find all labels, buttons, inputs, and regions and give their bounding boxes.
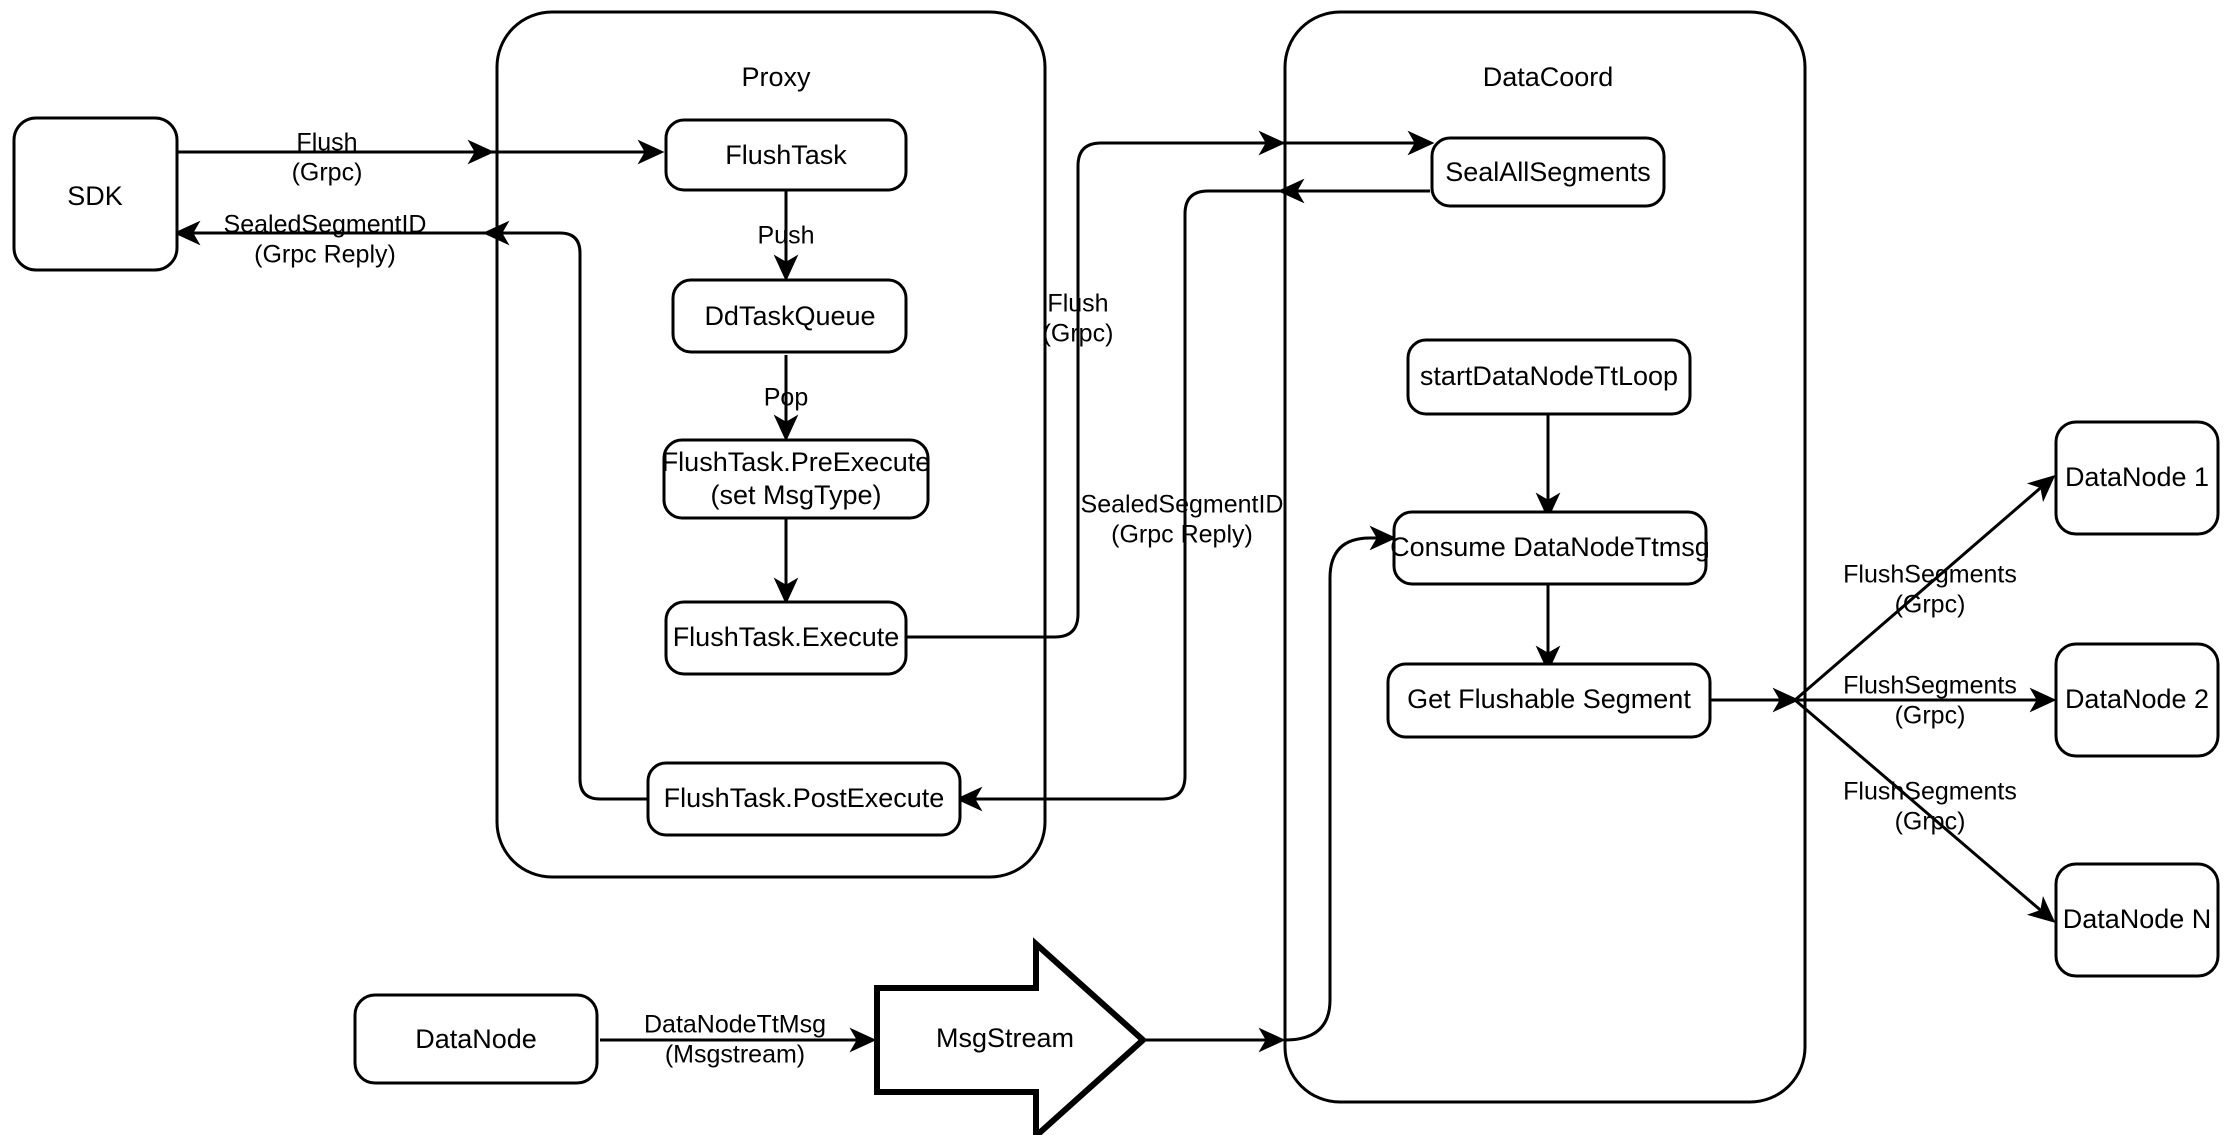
label-flushsegments-1-line1: FlushSegments xyxy=(1843,561,2017,589)
label-datanodettmsg-line1: DataNodeTtMsg xyxy=(644,1011,826,1039)
datanode-2-box[interactable] xyxy=(2054,642,2220,758)
edge-fanout-to-datanode1 xyxy=(1794,475,2056,702)
preexecute-label-line1: FlushTask.PreExecute xyxy=(662,447,931,477)
msgstream-label: MsgStream xyxy=(936,1023,1074,1053)
node-consume-datanodettmsg[interactable]: Consume DataNodeTtmsg xyxy=(1390,510,1710,586)
node-postexecute[interactable]: FlushTask.PostExecute xyxy=(646,761,962,837)
sealallsegments-label: SealAllSegments xyxy=(1445,157,1651,187)
node-sealallsegments[interactable]: SealAllSegments xyxy=(1430,136,1666,208)
postexecute-label: FlushTask.PostExecute xyxy=(664,783,945,813)
node-datanode-bottom[interactable]: DataNode xyxy=(353,993,599,1085)
datanode-n-box[interactable] xyxy=(2054,862,2220,978)
datacoord-container-label: DataCoord xyxy=(1483,62,1614,92)
label-sealedsegmentid-coord-line1: SealedSegmentID xyxy=(1081,491,1284,519)
label-flush-coord-line1: Flush xyxy=(1047,290,1108,318)
edge-msgstream-rail-to-consume xyxy=(1284,525,1397,1042)
datanode-bottom-box[interactable] xyxy=(353,993,599,1085)
datanode-n-label: DataNode N xyxy=(2063,904,2212,934)
postexecute-box[interactable] xyxy=(646,761,962,837)
datanode-1-label: DataNode 1 xyxy=(2065,462,2209,492)
flushtask-label: FlushTask xyxy=(725,140,847,170)
ddtaskqueue-label: DdTaskQueue xyxy=(704,301,875,331)
label-flushsegments-2-line1: FlushSegments xyxy=(1843,672,2017,700)
node-execute[interactable]: FlushTask.Execute xyxy=(664,600,908,676)
label-flushsegments-n-line2: (Grpc) xyxy=(1895,808,1966,836)
container-proxy: Proxy xyxy=(495,10,1047,879)
datanode-2-label: DataNode 2 xyxy=(2065,684,2209,714)
edge-label-flushsegments-n: FlushSegments (Grpc) xyxy=(1843,778,2017,836)
startdatanodettloop-label: startDataNodeTtLoop xyxy=(1420,361,1678,391)
node-flushtask[interactable]: FlushTask xyxy=(664,118,908,192)
edge-fanout-to-datanoden xyxy=(1794,698,2056,923)
label-push: Push xyxy=(758,222,815,250)
preexecute-label-line2: (set MsgType) xyxy=(710,480,881,510)
node-get-flushable-segment[interactable]: Get Flushable Segment xyxy=(1386,662,1712,739)
datacoord-container-outline xyxy=(1283,10,1807,1104)
edge-execute-to-sealallsegments xyxy=(905,130,1435,639)
proxy-container-outline xyxy=(495,10,1047,879)
execute-box[interactable] xyxy=(664,600,908,676)
node-ddtaskqueue[interactable]: DdTaskQueue xyxy=(671,278,908,354)
datanode-1-box[interactable] xyxy=(2054,420,2220,536)
node-sdk[interactable]: SDK xyxy=(12,116,179,272)
node-startdatanodettloop[interactable]: startDataNodeTtLoop xyxy=(1406,338,1692,416)
msgstream-arrow-shape[interactable] xyxy=(874,937,1148,1135)
label-flushsegments-n-line1: FlushSegments xyxy=(1843,778,2017,806)
proxy-container-label: Proxy xyxy=(741,62,811,92)
consume-datanodettmsg-label: Consume DataNodeTtmsg xyxy=(1390,532,1710,562)
label-flushsegments-1-line2: (Grpc) xyxy=(1895,591,1966,619)
datanode-bottom-label: DataNode xyxy=(415,1024,537,1054)
edge-label-sdk-to-proxy: Flush (Grpc) xyxy=(292,129,363,187)
sdk-box[interactable] xyxy=(12,116,179,272)
sdk-label: SDK xyxy=(67,181,123,211)
node-datanode-2[interactable]: DataNode 2 xyxy=(2054,642,2220,758)
label-sealedsegmentid-line1: SealedSegmentID xyxy=(224,211,427,239)
get-flushable-segment-label: Get Flushable Segment xyxy=(1407,684,1691,714)
ddtaskqueue-box[interactable] xyxy=(671,278,908,354)
label-pop: Pop xyxy=(764,384,808,412)
flushtask-box[interactable] xyxy=(664,118,908,192)
edge-postexecute-to-sdk xyxy=(173,220,648,801)
consume-datanodettmsg-box[interactable] xyxy=(1392,510,1708,586)
execute-label: FlushTask.Execute xyxy=(673,622,900,652)
node-preexecute[interactable]: FlushTask.PreExecute (set MsgType) xyxy=(662,438,931,520)
edge-label-proxy-to-coord: Flush (Grpc) xyxy=(1043,290,1114,348)
sealallsegments-box[interactable] xyxy=(1430,136,1666,208)
edge-label-flushsegments-1: FlushSegments (Grpc) xyxy=(1843,561,2017,619)
edge-label-coord-to-proxy: SealedSegmentID (Grpc Reply) xyxy=(1081,491,1284,549)
edge-sealallsegments-to-postexecute xyxy=(955,189,1430,812)
edge-label-datanode-ttmsg: DataNodeTtMsg (Msgstream) xyxy=(644,1011,826,1069)
label-flush-coord-line2: (Grpc) xyxy=(1043,320,1114,348)
get-flushable-segment-box[interactable] xyxy=(1386,662,1712,739)
label-sealedsegmentid-line2: (Grpc Reply) xyxy=(254,241,396,269)
container-datacoord: DataCoord xyxy=(1283,10,1807,1104)
node-msgstream[interactable]: MsgStream xyxy=(874,937,1148,1135)
node-datanode-1[interactable]: DataNode 1 xyxy=(2054,420,2220,536)
preexecute-box[interactable] xyxy=(662,438,930,520)
label-sealedsegmentid-coord-line2: (Grpc Reply) xyxy=(1111,521,1253,549)
label-flush-grpc-line1: Flush xyxy=(296,129,357,157)
label-flushsegments-2-line2: (Grpc) xyxy=(1895,702,1966,730)
label-flush-grpc-line2: (Grpc) xyxy=(292,159,363,187)
label-datanodettmsg-line2: (Msgstream) xyxy=(665,1041,805,1069)
edge-label-flushsegments-2: FlushSegments (Grpc) xyxy=(1843,672,2017,730)
startdatanodettloop-box[interactable] xyxy=(1406,338,1692,416)
node-datanode-n[interactable]: DataNode N xyxy=(2054,862,2220,978)
edge-label-proxy-to-sdk: SealedSegmentID (Grpc Reply) xyxy=(224,211,427,269)
